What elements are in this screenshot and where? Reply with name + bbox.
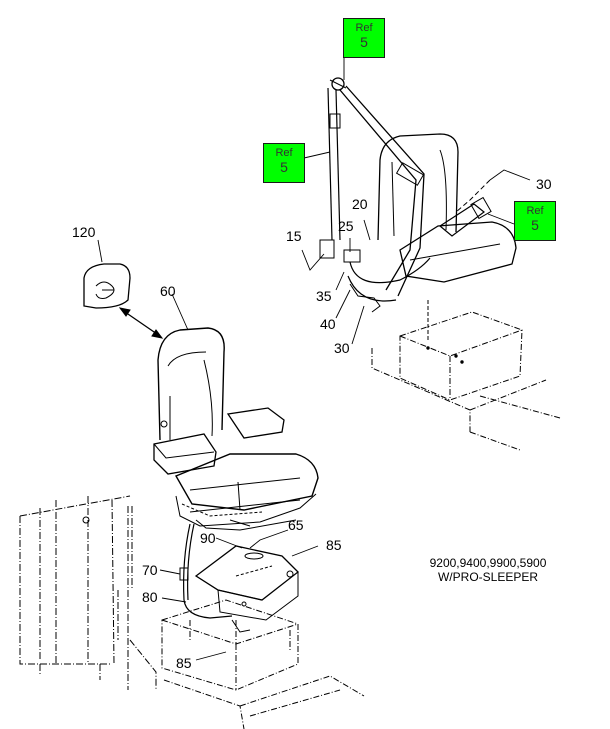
callout-60[interactable]: 60 [160, 283, 176, 299]
callout-35[interactable]: 35 [316, 288, 332, 304]
ref-box-label: Ref [275, 147, 293, 159]
callout-85-bottom[interactable]: 85 [176, 655, 192, 671]
leader-lines [97, 58, 531, 661]
ref-box-number: 5 [360, 34, 368, 50]
sleeper-seat-assembly [319, 77, 561, 451]
model-note-models: 9200,9400,9900,5900 [429, 556, 547, 570]
callout-90[interactable]: 90 [200, 530, 216, 546]
ref-box-number: 5 [280, 159, 288, 175]
callout-15[interactable]: 15 [286, 228, 302, 244]
callout-70[interactable]: 70 [142, 562, 158, 578]
callout-80[interactable]: 80 [142, 589, 158, 605]
wall-hole [82, 516, 90, 524]
callout-65[interactable]: 65 [288, 517, 304, 533]
double-arrow [118, 307, 164, 339]
ref-box-label: Ref [526, 205, 544, 217]
ref-box-number: 5 [531, 217, 539, 233]
headrest-cover [83, 263, 131, 309]
ref-box-label: Ref [355, 22, 373, 34]
driver-pedestal [161, 599, 365, 729]
ref-box-5-left[interactable]: Ref 5 [263, 143, 305, 183]
driver-seat-assembly [153, 327, 319, 619]
callout-85-right[interactable]: 85 [326, 537, 342, 553]
callout-25[interactable]: 25 [338, 218, 354, 234]
ref-box-5-right[interactable]: Ref 5 [514, 201, 556, 241]
model-note: 9200,9400,9900,5900 W/PRO-SLEEPER [408, 556, 568, 584]
cab-wall [19, 495, 157, 690]
callout-40[interactable]: 40 [320, 316, 336, 332]
callout-30-top[interactable]: 30 [536, 176, 552, 192]
ref-box-5-top[interactable]: Ref 5 [343, 18, 385, 58]
callout-30-bottom[interactable]: 30 [334, 340, 350, 356]
model-note-config: W/PRO-SLEEPER [437, 570, 539, 584]
callout-120[interactable]: 120 [72, 224, 96, 240]
callout-20[interactable]: 20 [352, 196, 368, 212]
